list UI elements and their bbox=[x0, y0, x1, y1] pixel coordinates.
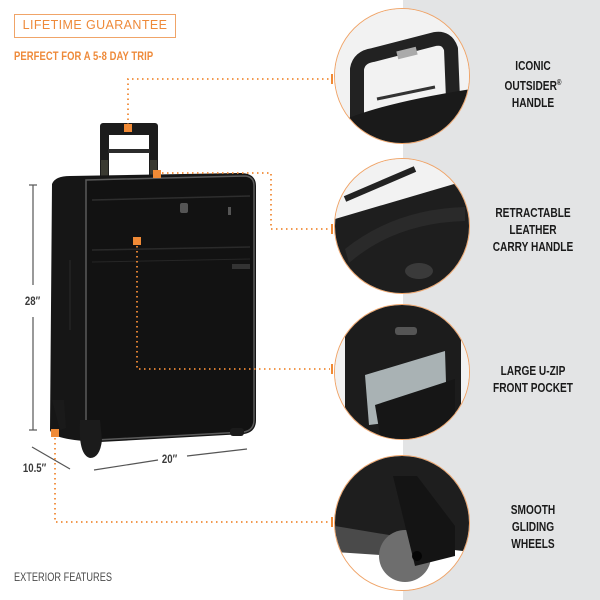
feature-image-carry-handle bbox=[334, 158, 470, 294]
feature-label-line: SMOOTH bbox=[510, 502, 556, 517]
front-pocket-photo-icon bbox=[335, 305, 469, 439]
height-dimension-label: 28″ bbox=[24, 294, 41, 308]
width-dimension-label: 20″ bbox=[161, 452, 178, 466]
suitcase-body-graphic bbox=[50, 173, 256, 458]
feature-image-handle bbox=[334, 8, 470, 144]
feature-label-line: LEATHER bbox=[509, 222, 557, 237]
feature-label-line: FRONT POCKET bbox=[493, 380, 573, 395]
feature-label-line: ICONIC bbox=[515, 58, 551, 73]
carry-handle-photo-icon bbox=[335, 159, 469, 293]
feature-label-line: RETRACTABLE bbox=[495, 205, 571, 220]
feature-label-front-pocket: LARGE U-ZIP FRONT POCKET bbox=[490, 362, 576, 396]
feature-label-line: OUTSIDER® bbox=[504, 78, 562, 93]
feature-label-handle: ICONIC OUTSIDER® HANDLE bbox=[490, 57, 576, 111]
feature-label-line: LARGE U-ZIP bbox=[500, 363, 566, 378]
feature-label-line: CARRY HANDLE bbox=[492, 239, 574, 254]
wheels-photo-icon bbox=[335, 456, 469, 590]
lifetime-guarantee-badge: LIFETIME GUARANTEE bbox=[14, 14, 176, 38]
feature-image-wheels bbox=[334, 455, 470, 591]
feature-label-wheels: SMOOTH GLIDING WHEELS bbox=[490, 501, 576, 552]
feature-label-line: HANDLE bbox=[511, 95, 555, 110]
feature-label-line: GLIDING bbox=[511, 519, 555, 534]
trip-length-subtitle: PERFECT FOR A 5-8 DAY TRIP bbox=[14, 51, 154, 63]
telescoping-handle-photo-icon bbox=[335, 9, 469, 143]
depth-dimension-label: 10.5″ bbox=[22, 461, 47, 475]
feature-label-line: WHEELS bbox=[511, 536, 555, 551]
feature-label-carry-handle: RETRACTABLE LEATHER CARRY HANDLE bbox=[490, 204, 576, 255]
feature-image-front-pocket bbox=[334, 304, 470, 440]
exterior-features-label: EXTERIOR FEATURES bbox=[14, 572, 112, 584]
